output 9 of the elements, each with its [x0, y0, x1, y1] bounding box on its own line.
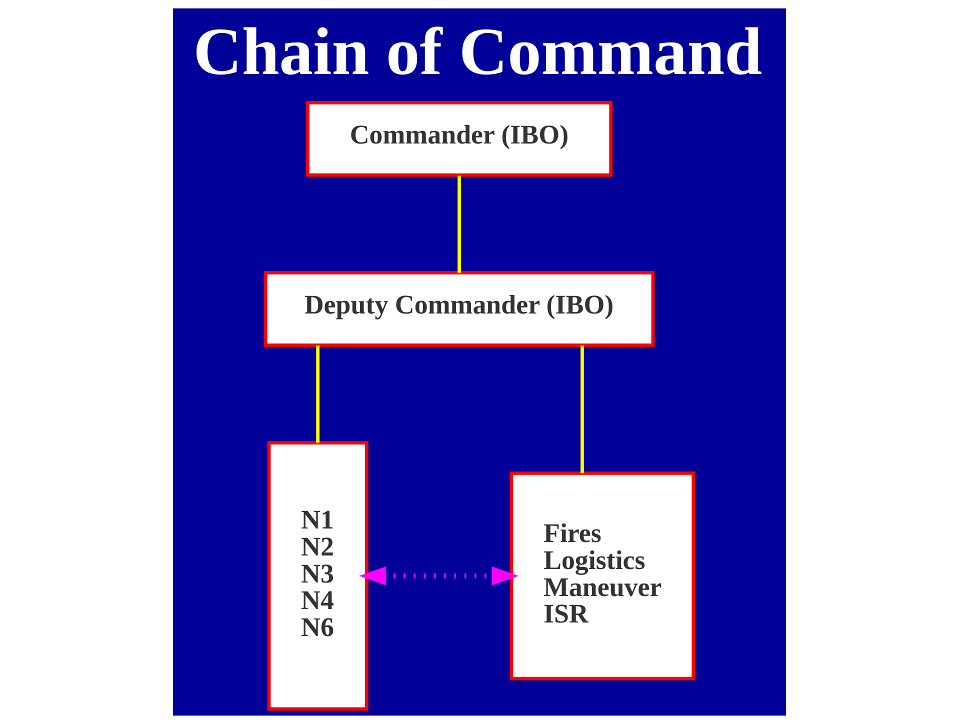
diagram-title: Chain of Command	[193, 14, 762, 90]
connector	[316, 346, 320, 443]
node-box: N1 N2 N3 N4 N6	[267, 441, 368, 711]
connector	[458, 176, 461, 273]
node-box: Commander (IBO)	[306, 100, 613, 177]
connector	[580, 346, 584, 474]
node-box: Deputy Commander (IBO)	[264, 271, 655, 347]
arrow	[359, 566, 519, 586]
node-box: Fires Logistics Maneuver ISR	[510, 471, 696, 680]
